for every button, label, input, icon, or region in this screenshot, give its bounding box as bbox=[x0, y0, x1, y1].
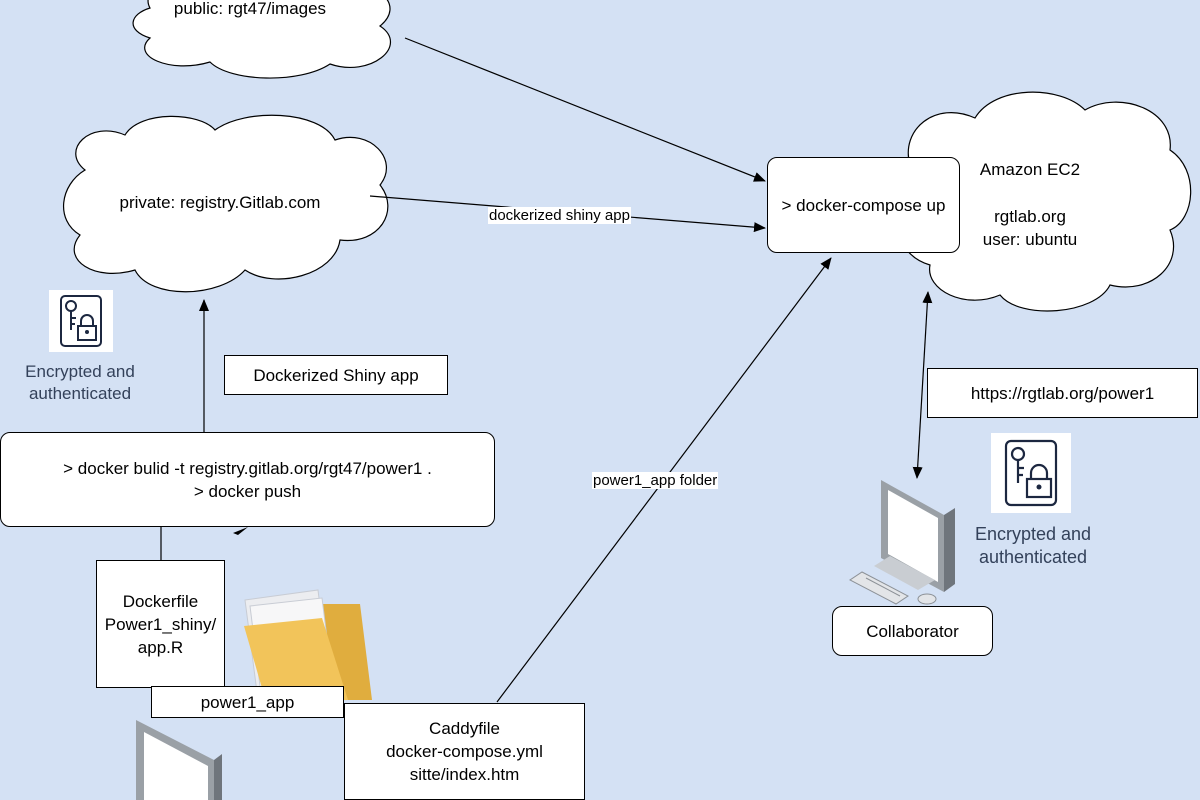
private-registry-label: private: registry.Gitlab.com bbox=[119, 193, 321, 212]
public-registry-label: public: rgt47/images bbox=[173, 0, 327, 18]
collaborator-box: Collaborator bbox=[832, 606, 993, 656]
ec2-details: rgtlab.org user: ubuntu bbox=[982, 207, 1078, 249]
edge-label-dockerized-shiny-app: dockerized shiny app bbox=[488, 207, 631, 224]
folder-icon bbox=[244, 589, 372, 703]
encrypted-label-right: Encrypted and authenticated bbox=[974, 524, 1092, 567]
desktop-computer-icon-local bbox=[136, 720, 222, 800]
encrypted-label-left: Encrypted and authenticated bbox=[25, 362, 135, 403]
public-registry-cloud bbox=[132, 0, 392, 79]
caddy-box: Caddyfile docker-compose.yml sitte/index… bbox=[344, 703, 585, 800]
private-registry-cloud bbox=[63, 114, 389, 293]
edge-public-to-ec2 bbox=[404, 37, 766, 182]
lock-icon-right bbox=[991, 433, 1071, 513]
dockerfile-box: Dockerfile Power1_shiny/ app.R bbox=[96, 560, 225, 688]
ec2-title: Amazon EC2 bbox=[979, 160, 1081, 179]
lock-icon-left bbox=[49, 290, 113, 352]
dockerized-shiny-app-box: Dockerized Shiny app bbox=[224, 355, 448, 395]
power1-app-box: power1_app bbox=[151, 686, 344, 718]
desktop-computer-icon-collaborator bbox=[849, 480, 955, 605]
compose-up-box: > docker-compose up bbox=[767, 157, 960, 253]
url-box: https://rgtlab.org/power1 bbox=[927, 368, 1198, 418]
edge-arrowhead-stub bbox=[233, 527, 248, 535]
build-push-box: > docker bulid -t registry.gitlab.org/rg… bbox=[0, 432, 495, 527]
ec2-cloud bbox=[892, 91, 1192, 312]
edge-ec2-to-collaborator bbox=[912, 291, 933, 479]
edge-label-power1-app-folder: power1_app folder bbox=[592, 472, 719, 489]
